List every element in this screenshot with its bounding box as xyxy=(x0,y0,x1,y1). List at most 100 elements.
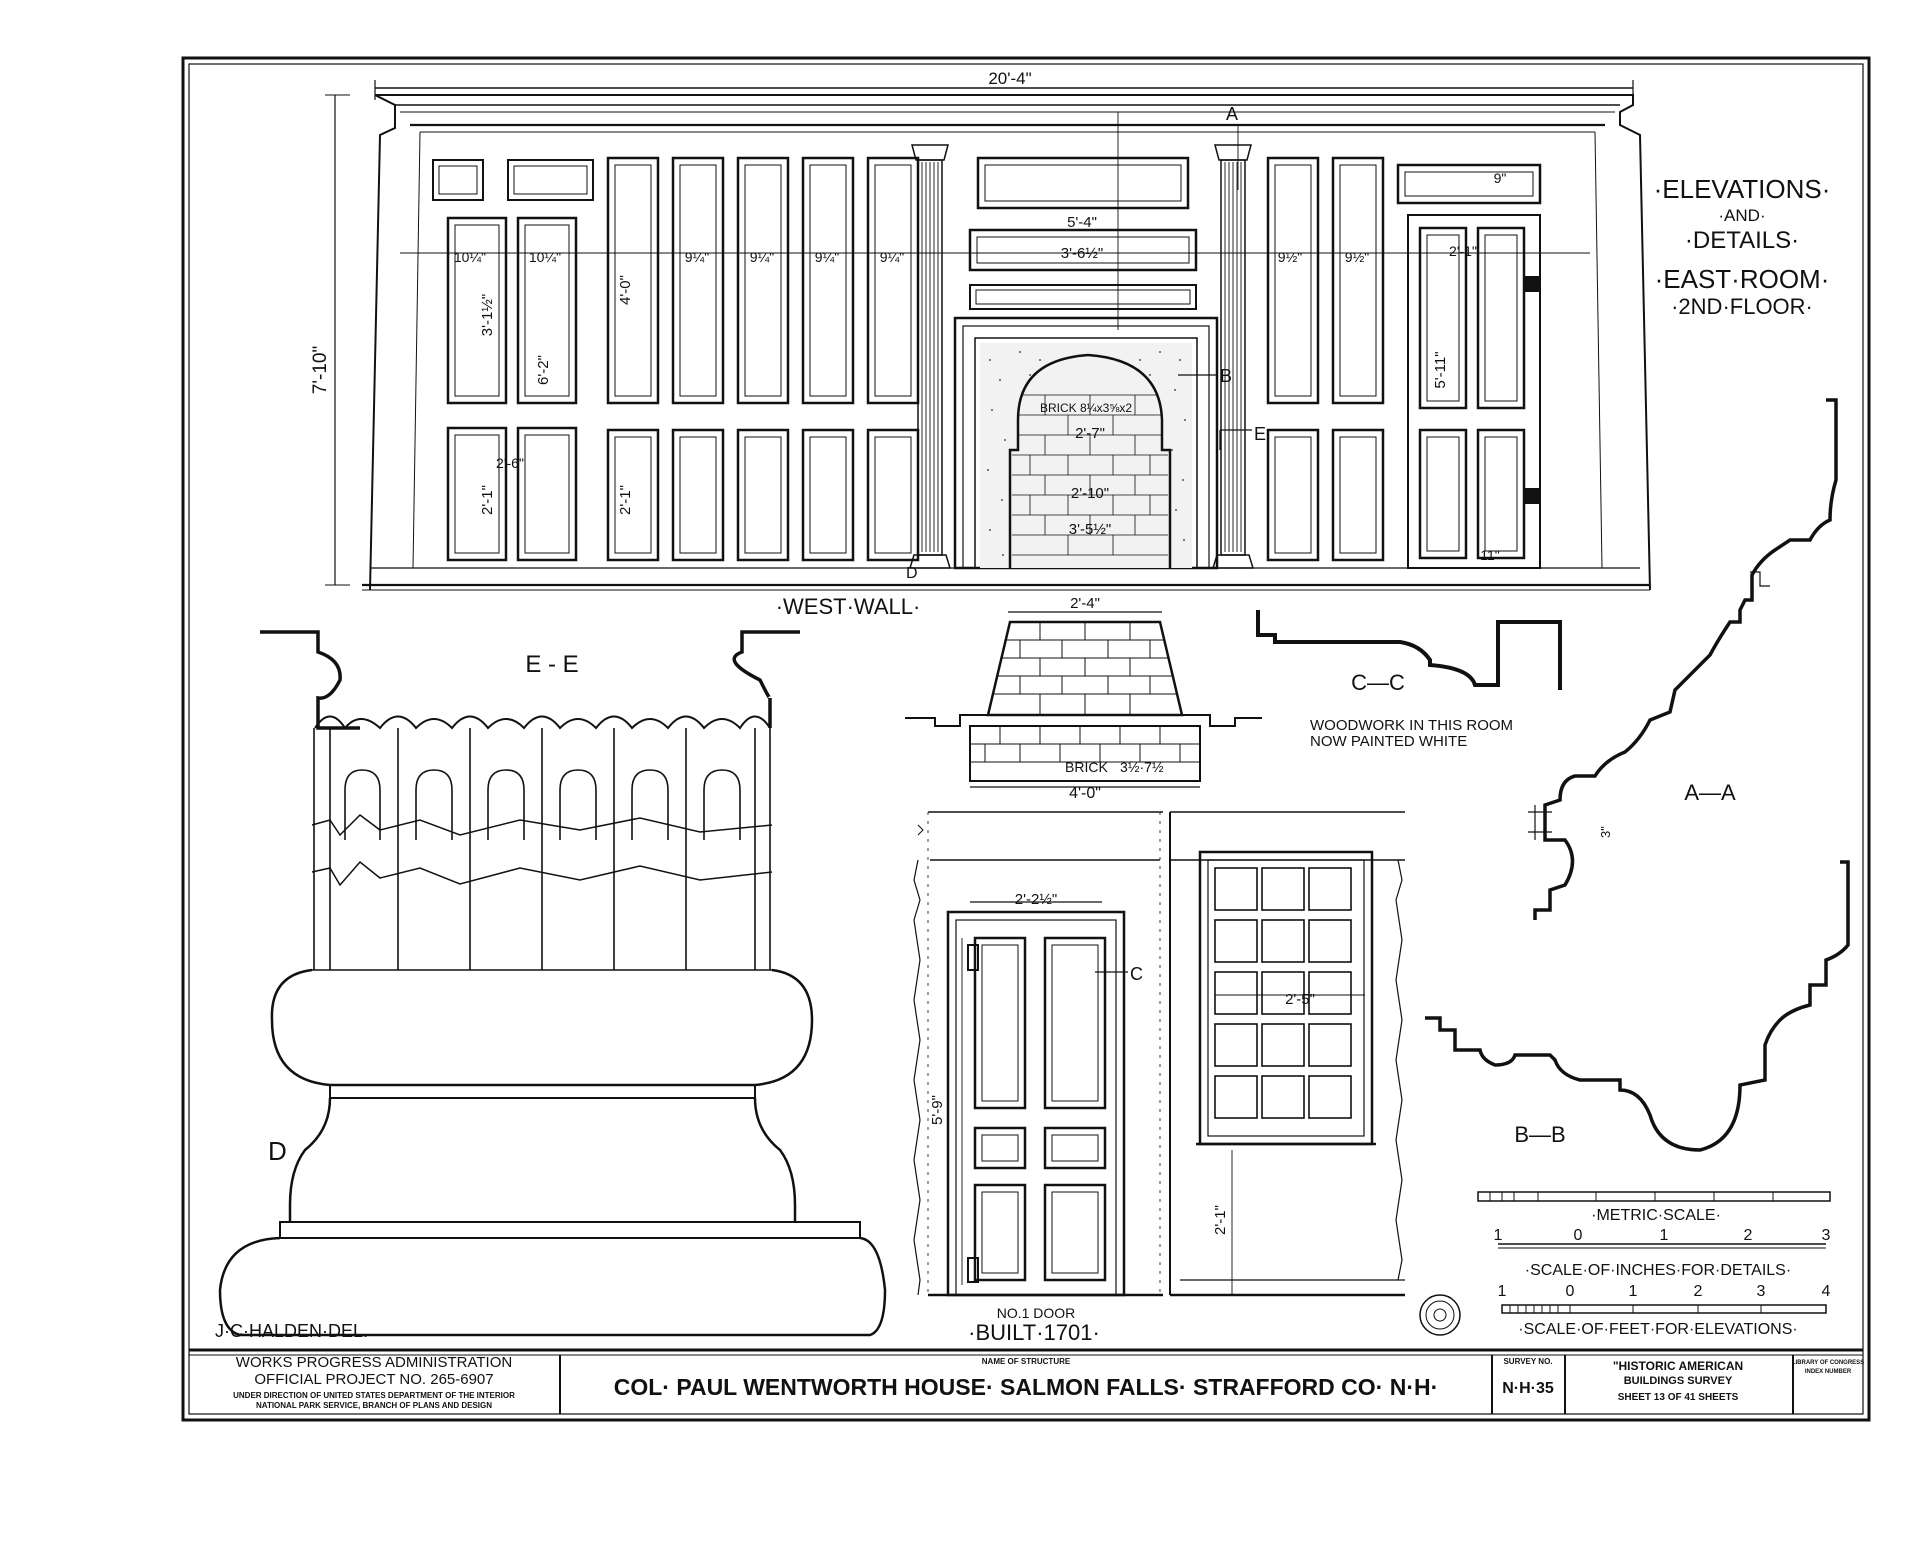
hinge-icon xyxy=(1525,488,1539,504)
habs-line2: BUILDINGS SURVEY xyxy=(1624,1375,1733,1387)
door-width-dim: 2'-2½" xyxy=(1015,891,1057,908)
dim-4-0: 4'-0" xyxy=(617,275,634,305)
inch-tick-5: 4 xyxy=(1822,1283,1831,1300)
left-wall-panels: 4'-0" 2'-1" 9¼" 9¼" 9¼" 9¼" xyxy=(606,156,920,562)
left-pilaster: D xyxy=(906,144,952,582)
sheet-border xyxy=(181,56,1871,1422)
overmantel: 5'-4" 3'-6½" xyxy=(968,112,1198,330)
chimney-brick xyxy=(994,622,1177,715)
metric-tick-3: 2 xyxy=(1744,1227,1753,1244)
dim-9: 9" xyxy=(1494,170,1507,186)
right-pilaster: A xyxy=(1211,104,1255,569)
section-ee-title: E - E xyxy=(525,651,578,678)
section-aa-title: A—A xyxy=(1684,780,1736,805)
stack-width-dim: 2'-4" xyxy=(1070,595,1100,612)
dim-2-1-left: 2'-1" xyxy=(479,485,496,515)
heading-elevations: ·ELEVATIONS· xyxy=(1654,174,1831,204)
aa-dim-3: 3" xyxy=(1598,826,1613,838)
heading-details: ·DETAILS· xyxy=(1685,227,1799,254)
dim-6-2: 6'-2" xyxy=(535,355,552,385)
inch-tick-3: 2 xyxy=(1694,1283,1703,1300)
metric-tick-4: 3 xyxy=(1822,1227,1831,1244)
dim-2-1-right: 2'-1" xyxy=(1449,243,1477,259)
mantel-panel-dim: 5'-4" xyxy=(1067,214,1097,231)
inches-scale-label: ·SCALE·OF·INCHES·FOR·DETAILS· xyxy=(1525,1262,1791,1279)
fireplace: BRICK 8¼x3⅝x2 2'-7" 2'-10" 3'-5½" B E xyxy=(953,316,1266,570)
scale-bars: ·METRIC·SCALE· 1 0 1 2 3 ·SCALE·OF·INCHE… xyxy=(1477,1191,1831,1338)
section-ee-detail: E - E xyxy=(218,630,887,1337)
metric-tick-2: 1 xyxy=(1660,1227,1669,1244)
dim-10-14-a: 10¼" xyxy=(454,249,486,265)
section-bb-profile: B—B xyxy=(1425,860,1850,1152)
window-sill-dim: 2'-1" xyxy=(1212,1205,1229,1235)
survey-caption: SURVEY NO. xyxy=(1503,1357,1552,1366)
hearth-brick-size: 3½·7½ xyxy=(1120,759,1164,775)
section-aa-profile: A—A 3" xyxy=(1528,398,1838,920)
heading-floor: ·2ND·FLOOR· xyxy=(1671,294,1813,319)
hearth-detail: 2'-4" BRICK 3½·7½ 4'-0" xyxy=(905,595,1262,802)
door-number-label: NO.1 DOOR xyxy=(997,1305,1076,1321)
window-elevation: 2'-5" 2'-1" xyxy=(1169,811,1405,1297)
heading-room: ·EAST·ROOM· xyxy=(1655,264,1830,294)
right-door-upper-dim: 5'-11" xyxy=(1432,351,1449,388)
metric-tick-0: 1 xyxy=(1494,1227,1503,1244)
inch-tick-0: 1 xyxy=(1498,1283,1507,1300)
arch-brick-note: BRICK 8¼x3⅝x2 xyxy=(1040,401,1132,415)
title-block: WORKS PROGRESS ADMINISTRATION OFFICIAL P… xyxy=(189,1348,1864,1414)
door-elevation: 2'-2½" 5'-9" C NO.1 DOOR ·BUILT·1701· xyxy=(913,811,1163,1345)
inch-tick-2: 1 xyxy=(1629,1283,1638,1300)
sheet-number: SHEET 13 OF 41 SHEETS xyxy=(1618,1392,1739,1403)
dim-9-12-b: 9½" xyxy=(1345,249,1369,265)
dim-2-1-panel: 2'-1" xyxy=(617,485,634,515)
wall-height-dim: 7'-10" xyxy=(310,346,331,394)
door-height-dim: 5'-9" xyxy=(929,1095,946,1125)
dim-9-14-a: 9¼" xyxy=(685,249,709,265)
heading-and: ·AND· xyxy=(1718,206,1765,225)
hinge-icon xyxy=(1525,276,1539,292)
wpa-line1: WORKS PROGRESS ADMINISTRATION xyxy=(236,1354,512,1371)
dim-9-14-c: 9¼" xyxy=(815,249,839,265)
window-width-dim: 2'-5" xyxy=(1285,991,1315,1008)
section-mark-b: B xyxy=(1220,366,1232,386)
dim-3-1: 3'-1½" xyxy=(479,294,496,336)
west-wall-title: ·WEST·WALL· xyxy=(776,594,921,619)
lower-panel-dim: 3'-6½" xyxy=(1061,245,1103,262)
right-door: 5'-11" 2'-1" 11" 9" xyxy=(1396,163,1542,569)
structure-name: COL· PAUL WENTWORTH HOUSE· SALMON FALLS·… xyxy=(614,1374,1439,1400)
west-wall-elevation: 20'-4" 7'-10" xyxy=(310,69,1651,619)
woodwork-note-line1: WOODWORK IN THIS ROOM xyxy=(1310,717,1513,734)
built-date: ·BUILT·1701· xyxy=(968,1320,1100,1345)
section-bb-title: B—B xyxy=(1514,1122,1565,1147)
metric-tick-1: 0 xyxy=(1574,1227,1583,1244)
stone-facing-texture xyxy=(987,351,1186,556)
overall-width-dim: 20'-4" xyxy=(988,69,1031,88)
wpa-line3: UNDER DIRECTION OF UNITED STATES DEPARTM… xyxy=(233,1391,515,1400)
structure-caption: NAME OF STRUCTURE xyxy=(982,1357,1071,1366)
flutes xyxy=(313,728,771,970)
inch-tick-4: 3 xyxy=(1757,1283,1766,1300)
inch-tick-1: 0 xyxy=(1566,1283,1575,1300)
arch-width-dim: 2'-7" xyxy=(1075,425,1105,442)
section-mark-e: E xyxy=(1254,424,1266,444)
window-panes xyxy=(1214,867,1352,1119)
dim-11: 11" xyxy=(1480,547,1500,563)
metric-scale-label: ·METRIC·SCALE· xyxy=(1591,1207,1721,1224)
detail-d-label: D xyxy=(268,1136,287,1166)
sheet-heading: ·ELEVATIONS· ·AND· ·DETAILS· ·EAST·ROOM·… xyxy=(1654,174,1831,319)
dim-9-14-b: 9¼" xyxy=(750,249,774,265)
dim-9-14-d: 9¼" xyxy=(880,249,904,265)
wpa-line2: OFFICIAL PROJECT NO. 265-6907 xyxy=(254,1371,493,1388)
hearth-width-dim: 4'-0" xyxy=(1069,785,1101,802)
dim-10-14-b: 10¼" xyxy=(529,249,561,265)
woodwork-note-line2: NOW PAINTED WHITE xyxy=(1310,733,1467,750)
section-cc-title: C—C xyxy=(1351,670,1405,695)
section-cc-profile: C—C WOODWORK IN THIS ROOM NOW PAINTED WH… xyxy=(1256,610,1562,750)
section-mark-c: C xyxy=(1130,964,1143,984)
wpa-line4: NATIONAL PARK SERVICE, BRANCH OF PLANS A… xyxy=(256,1401,492,1410)
firebox-brick xyxy=(1012,394,1168,556)
section-mark-a: A xyxy=(1226,104,1238,124)
hearth-brick xyxy=(970,726,1200,763)
right-wall-panels: 9½" 9½" xyxy=(1266,156,1385,562)
dim-9-12-a: 9½" xyxy=(1278,249,1302,265)
loc-line1: LIBRARY OF CONGRESS xyxy=(1792,1360,1864,1366)
